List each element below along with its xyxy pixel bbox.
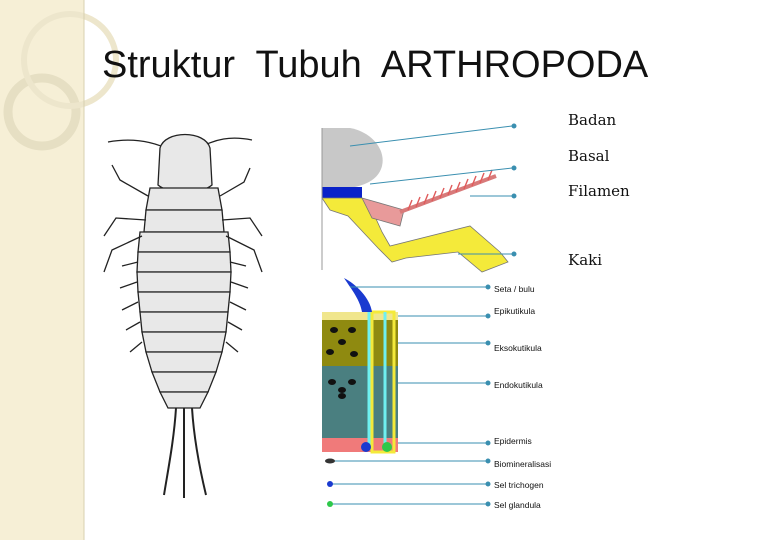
label-kaki: Kaki (568, 251, 602, 269)
slide-title: Struktur Tubuh ARTHROPODA (102, 44, 648, 87)
label-eksokutikula: Eksokutikula (494, 343, 542, 353)
label-endokutikula: Endokutikula (494, 380, 543, 390)
leg-body-segment (322, 128, 383, 190)
gland-marker (327, 501, 333, 507)
leg-basal-segment (322, 187, 362, 198)
label-sel-trichogen: Sel trichogen (494, 480, 544, 490)
biomineralisation-marker (325, 459, 335, 464)
leg-yellow-segment (322, 198, 508, 272)
label-seta: Seta / bulu (494, 284, 535, 294)
gland-cell (382, 442, 392, 452)
label-biomineralisasi: Biomineralisasi (494, 459, 551, 469)
label-filamen: Filamen (568, 182, 630, 200)
endocuticle-layer (322, 366, 398, 438)
cuticle-diagram (322, 278, 490, 507)
leg-filament (400, 170, 496, 212)
label-sel-glandula: Sel glandula (494, 500, 541, 510)
label-badan: Badan (568, 111, 616, 129)
insect-illustration (104, 135, 262, 499)
trichogen-marker (327, 481, 333, 487)
label-basal: Basal (568, 147, 609, 165)
seta (344, 278, 372, 312)
label-epikutikula: Epikutikula (494, 306, 535, 316)
exocuticle-layer (322, 320, 398, 366)
trichogen-cell (361, 442, 371, 452)
label-epidermis: Epidermis (494, 436, 532, 446)
leg-diagram (322, 124, 516, 272)
